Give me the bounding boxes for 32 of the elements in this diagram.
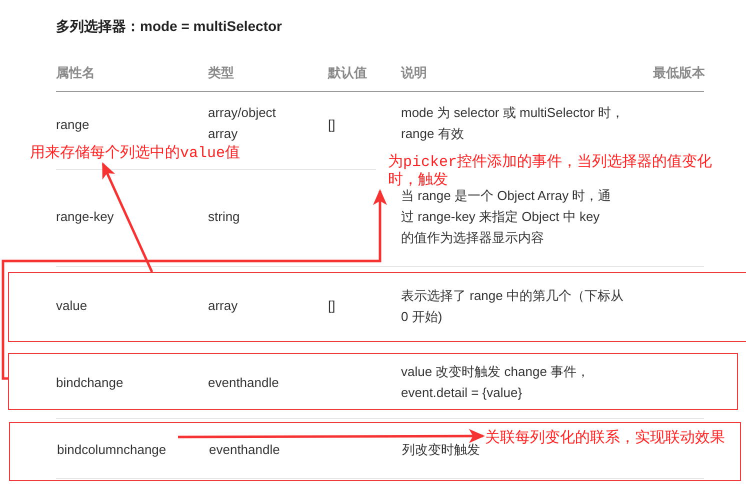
column-header: 说明 (401, 64, 427, 82)
arrow (178, 429, 485, 444)
description-text: mode 为 selector 或 multiSelector 时，range 有效 (401, 104, 626, 143)
annotation-text: 为picker控件添加的事件，当列选择器的值变化时，触发 (388, 154, 733, 190)
column-header: 最低版本 (653, 64, 705, 82)
column-header: 属性名 (56, 64, 95, 82)
description-text: 当 range 是一个 Object Array 时，通过 range-key 来指定 Object 中 key 的值作为选择器显示内容 (401, 187, 612, 247)
highlight-frame (8, 272, 746, 342)
highlight-frame (9, 422, 741, 481)
type-text: eventhandle (208, 374, 279, 392)
highlight-frame (8, 353, 738, 410)
type-text: array/object array (208, 104, 277, 143)
property-name: bindchange (56, 374, 124, 392)
arrow (2, 189, 387, 380)
description-text: value 改变时触发 change 事件，event.detail = {value} (401, 363, 591, 402)
type-text: eventhandle (209, 441, 280, 459)
column-header: 类型 (208, 64, 234, 82)
type-text: array (208, 297, 238, 315)
arrow (102, 162, 154, 273)
property-name: bindcolumnchange (57, 441, 166, 459)
default-value: [] (328, 297, 336, 315)
default-value: [] (328, 116, 336, 134)
annotation-text: 关联每列变化的联系，实现联动效果 (485, 430, 745, 448)
description-text: 表示选择了 range 中的第几个（下标从 0 开始) (401, 287, 624, 326)
type-text: string (208, 208, 240, 226)
description-text: 列改变时触发 (402, 441, 480, 459)
property-name: range-key (56, 208, 114, 226)
table-title: 多列选择器：mode = multiSelector (56, 18, 282, 36)
property-name: value (56, 297, 88, 315)
column-header: 默认值 (328, 64, 367, 82)
annotation-text: 用来存储每个列选中的value值 (30, 145, 265, 163)
property-name: range (56, 116, 90, 134)
